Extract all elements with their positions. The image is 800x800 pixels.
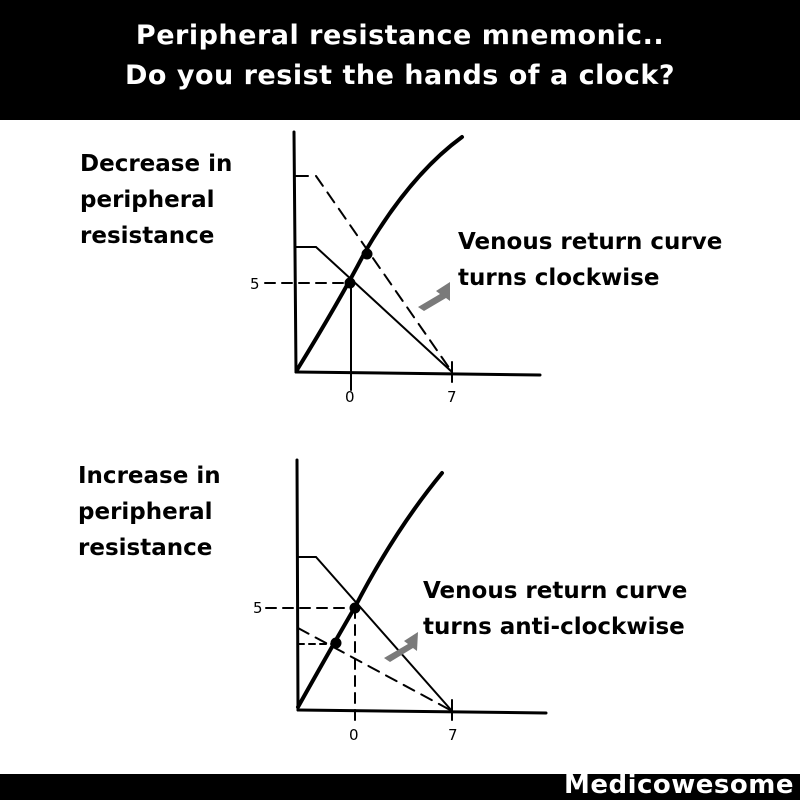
panel-2-y-tick-5: 5: [253, 599, 263, 617]
panel-1-y-axis: [292, 130, 298, 374]
header-banner: Peripheral resistance mnemonic.. Do you …: [0, 0, 800, 120]
panel-2-label: Increase in peripheral resistance: [78, 458, 221, 566]
panel-1-note: Venous return curve turns clockwise: [458, 224, 722, 296]
panel-1-label: Decrease in peripheral resistance: [80, 146, 232, 254]
panel-2-x-tick-7: 7: [448, 726, 458, 744]
panel-2-shifted-venous-return-curve: [297, 627, 453, 712]
panel-1-graph: [264, 130, 542, 391]
panel-2-note-line: turns anti-clockwise: [423, 614, 685, 640]
panel-2-note-line: Venous return curve: [423, 578, 688, 604]
panel-1-note-line: turns clockwise: [458, 265, 660, 291]
panel-2-equilibrium-point: [349, 602, 361, 614]
title-line-1: Peripheral resistance mnemonic..: [135, 20, 665, 51]
panel-1-note-line: Venous return curve: [458, 229, 723, 255]
panel-2-new-equilibrium-point: [330, 637, 342, 649]
panel-1-label-line: resistance: [80, 223, 215, 249]
panel-2-label-line: Increase in: [78, 463, 221, 489]
panel-2-y-axis: [295, 458, 300, 712]
panel-1-x-axis: [294, 370, 542, 377]
panel-1-new-equilibrium-point: [361, 248, 373, 260]
panel-1-label-line: Decrease in: [80, 151, 233, 177]
brand-watermark: Medicowesome: [563, 770, 794, 800]
panel-1-x-tick-7: 7: [447, 388, 457, 406]
title-line-2: Do you resist the hands of a clock?: [124, 60, 675, 91]
panel-2-graph: [265, 458, 548, 723]
panel-2-cardiac-curve: [296, 471, 444, 709]
panel-1-equilibrium-point: [344, 277, 356, 289]
panel-1-y-tick-5: 5: [250, 275, 260, 293]
arrow-icon: [384, 632, 418, 662]
panel-2-label-line: peripheral: [78, 499, 213, 525]
panel-1-shifted-venous-return-curve: [295, 175, 453, 373]
panel-2-x-tick-0: 0: [349, 726, 359, 744]
panel-2-label-line: resistance: [78, 535, 213, 561]
panel-2-x-axis: [296, 708, 548, 715]
panel-2-note: Venous return curve turns anti-clockwise: [423, 573, 687, 645]
panel-2-venous-return-curve: [297, 556, 453, 712]
footer-bar: Medicowesome: [0, 770, 800, 800]
panel-1-x-tick-0: 0: [345, 388, 355, 406]
arrow-icon: [418, 282, 450, 311]
panel-1-label-line: peripheral: [80, 187, 215, 213]
panel-1-venous-return-curve: [295, 246, 453, 373]
